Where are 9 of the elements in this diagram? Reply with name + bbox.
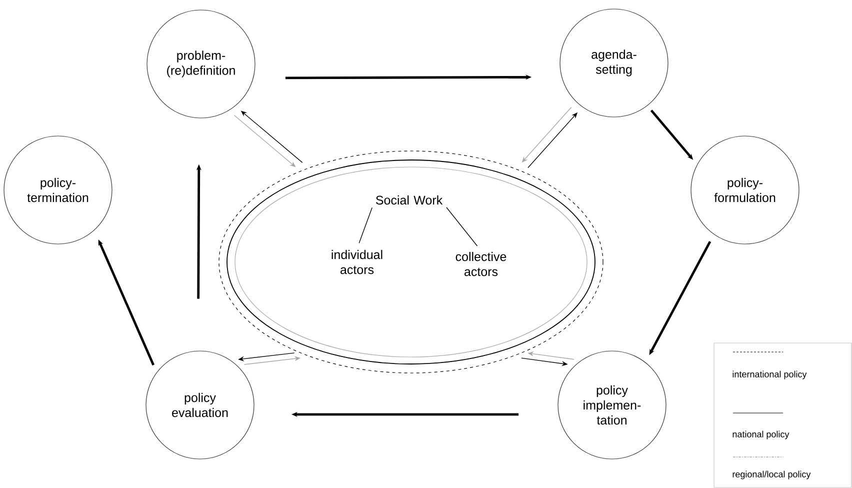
legend-label: international policy	[732, 370, 807, 380]
legend-label: regional/local policy	[732, 470, 811, 480]
connector-line	[358, 207, 372, 244]
connector-line	[446, 207, 478, 246]
node-label: individual actors	[332, 250, 382, 274]
node-label: Social Work	[376, 195, 443, 205]
social-work-ellipse	[218, 150, 604, 374]
legend-label: national policy	[732, 430, 790, 440]
node-label: collective actors	[456, 252, 506, 276]
